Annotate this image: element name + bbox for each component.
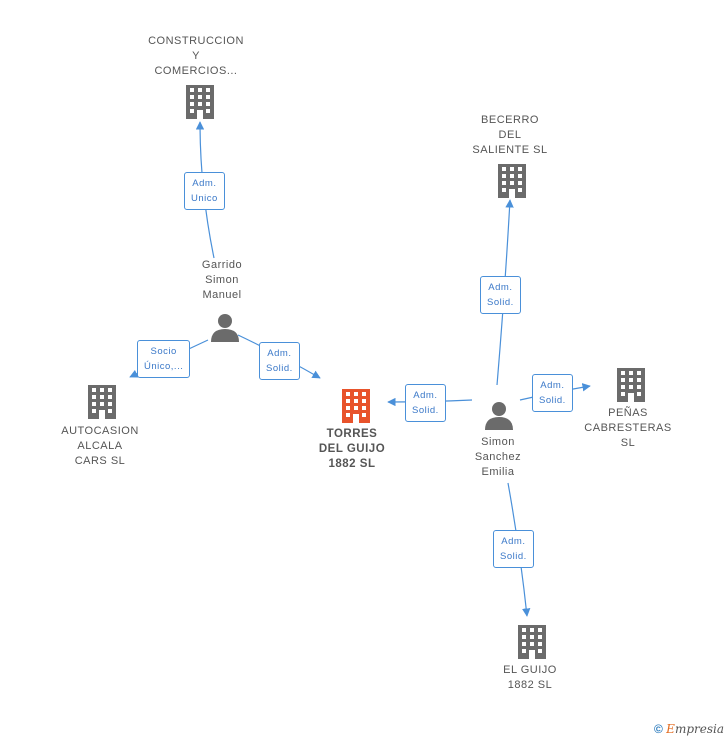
label-line: EL GUIJO xyxy=(503,664,557,676)
brand-name: mpresia xyxy=(674,722,724,736)
brand-initial: E xyxy=(666,722,675,736)
person-icon xyxy=(485,402,513,430)
person-label-simon[interactable]: Simon Sanchez Emilia xyxy=(475,435,521,480)
relation-line: Solid. xyxy=(266,363,293,374)
relation-socio-unico[interactable]: Socio Único,... xyxy=(137,340,191,378)
relation-line: Adm. xyxy=(413,390,438,401)
relation-adm-unico[interactable]: Adm. Unico xyxy=(184,172,225,210)
relation-line: Adm. xyxy=(192,178,217,189)
label-line: CONSTRUCCION xyxy=(148,35,244,47)
relation-adm-solid-becerro[interactable]: Adm. Solid. xyxy=(480,276,521,314)
relation-line: Solid. xyxy=(539,395,566,406)
person-icon xyxy=(211,314,239,342)
company-label-becerro[interactable]: BECERRO DEL SALIENTE SL xyxy=(472,113,547,158)
label-line: TORRES xyxy=(326,428,378,440)
label-line: ALCALA xyxy=(77,440,123,452)
building-icon xyxy=(186,85,214,119)
building-icon xyxy=(88,385,116,419)
relation-adm-solid-penas[interactable]: Adm. Solid. xyxy=(532,374,573,412)
label-line: SALIENTE SL xyxy=(472,144,548,156)
company-label-guijo[interactable]: EL GUIJO 1882 SL xyxy=(503,663,557,693)
relation-line: Adm. xyxy=(501,536,526,547)
relation-line: Unico xyxy=(191,193,218,204)
label-line: SL xyxy=(620,437,636,449)
label-line: 1882 SL xyxy=(507,679,553,691)
label-line: AUTOCASION xyxy=(61,425,139,437)
label-line: Simon xyxy=(481,436,515,448)
building-icon xyxy=(498,164,526,198)
building-icon xyxy=(617,368,645,402)
company-label-torres[interactable]: TORRES DEL GUIJO 1882 SL xyxy=(319,427,385,472)
label-line: Garrido xyxy=(201,259,243,271)
label-line: DEL xyxy=(498,129,522,141)
company-label-penas[interactable]: PEÑAS CABRESTERAS SL xyxy=(584,406,671,451)
label-line: Emilia xyxy=(481,466,515,478)
label-line: COMERCIOS... xyxy=(154,65,238,77)
relation-adm-solid-guijo[interactable]: Adm. Solid. xyxy=(493,530,534,568)
empresia-watermark: © Empresia xyxy=(654,722,724,736)
building-icon xyxy=(342,389,370,423)
label-line: CARS SL xyxy=(74,455,126,467)
copyright-icon: © xyxy=(653,722,663,736)
relation-line: Adm. xyxy=(540,380,565,391)
label-line: BECERRO xyxy=(481,114,539,126)
building-icon xyxy=(518,625,546,659)
label-line: 1882 SL xyxy=(328,458,376,470)
relation-line: Único,... xyxy=(144,361,184,372)
relation-line: Adm. xyxy=(267,348,292,359)
relation-line: Socio xyxy=(150,346,177,357)
person-label-garrido[interactable]: Garrido Simon Manuel xyxy=(202,258,242,303)
label-line: DEL GUIJO xyxy=(318,443,386,455)
label-line: PEÑAS xyxy=(608,407,648,419)
relation-adm-solid-torres[interactable]: Adm. Solid. xyxy=(405,384,446,422)
label-line: Simon xyxy=(205,274,239,286)
label-line: Y xyxy=(192,50,200,62)
label-line: CABRESTERAS xyxy=(584,422,672,434)
company-label-autocasion[interactable]: AUTOCASION ALCALA CARS SL xyxy=(61,424,139,469)
relation-line: Solid. xyxy=(487,297,514,308)
company-label-construccion[interactable]: CONSTRUCCION Y COMERCIOS... xyxy=(148,34,244,79)
relation-adm-solid-garrido[interactable]: Adm. Solid. xyxy=(259,342,300,380)
label-line: Sanchez xyxy=(474,451,522,463)
relation-line: Adm. xyxy=(488,282,513,293)
relation-line: Solid. xyxy=(500,551,527,562)
label-line: Manuel xyxy=(202,289,242,301)
relation-line: Solid. xyxy=(412,405,439,416)
